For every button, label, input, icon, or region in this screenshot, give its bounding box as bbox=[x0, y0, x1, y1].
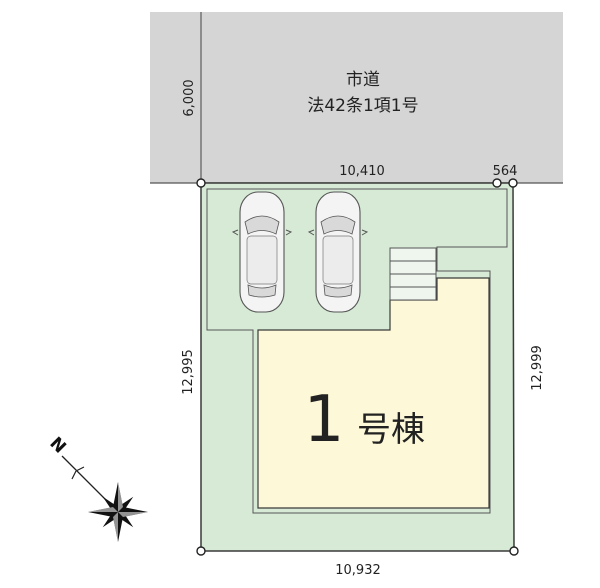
entrance-steps bbox=[389, 247, 437, 301]
building-footprint bbox=[257, 277, 490, 509]
building-suffix: 号棟 bbox=[357, 410, 425, 450]
car-2 bbox=[307, 191, 369, 313]
building-1: 1 号棟 bbox=[257, 277, 490, 509]
compass-star-icon bbox=[88, 482, 148, 542]
left-side-dimension: 12,995 bbox=[181, 349, 196, 395]
north-pointer-tick bbox=[71, 466, 85, 480]
right-side-dimension: 12,999 bbox=[530, 345, 545, 391]
building-number: 1 bbox=[304, 383, 345, 457]
compass-north-label: N bbox=[45, 433, 69, 457]
car-1 bbox=[231, 191, 293, 313]
boundary-points bbox=[196, 178, 519, 556]
road-width-label: 6,000 bbox=[182, 79, 197, 116]
road: 6,000 市道 法42条1項1号 bbox=[150, 12, 563, 184]
front-frontage-dimension: 10,410 bbox=[339, 164, 385, 179]
compass-rose: N bbox=[45, 433, 148, 542]
road-area bbox=[150, 12, 563, 183]
parking-boundary bbox=[206, 188, 508, 514]
road-name-label: 市道 bbox=[346, 70, 380, 90]
front-small-dimension: 564 bbox=[493, 164, 518, 179]
road-class-label: 法42条1項1号 bbox=[307, 96, 418, 116]
rear-dimension: 10,932 bbox=[335, 563, 381, 578]
